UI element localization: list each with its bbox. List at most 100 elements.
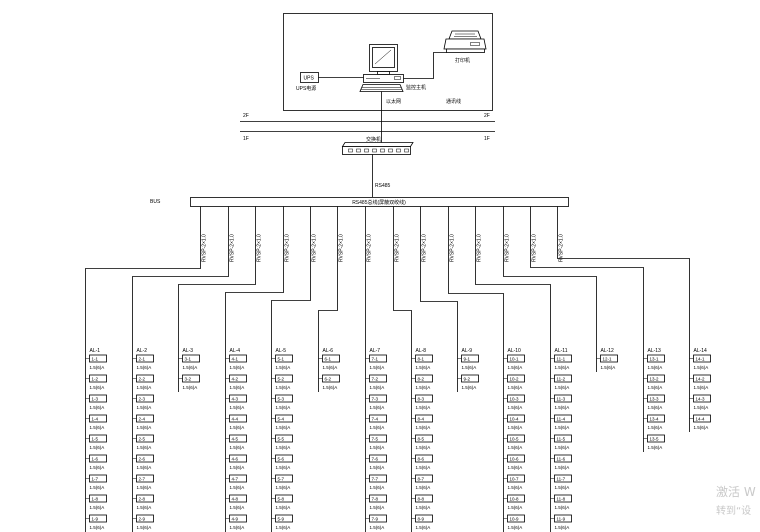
meter-spec: 1.5(6)A [276,425,291,430]
meter-id: 8-4 [418,417,425,422]
floor-divider: 2F 1F 2F 1F [240,113,495,142]
meter-id: 11-5 [557,437,566,442]
meter-id: 9-1 [464,357,471,362]
meter-entry: 11-61.5(6)A [550,454,572,470]
meter-box [647,394,665,403]
cable-spec-label: RVSP-2×1.0 [312,234,318,262]
cable-spec-label: RVSP-2×1.0 [559,234,565,262]
meter-entry: 10-31.5(6)A [503,394,525,410]
meter-box [275,454,293,463]
meter-box [507,414,525,423]
meter-entry: 2-61.5(6)A [132,454,154,470]
meter-id: 11-1 [557,357,566,362]
meter-branches: RVSP-2×1.0AL-11-11.5(6)A1-21.5(6)A1-31.5… [85,206,711,532]
branch-cable [225,206,284,532]
meter-id: 11-7 [557,477,566,482]
cable-spec-label: RVSP-2×1.0 [532,234,538,262]
switch-port [364,148,369,153]
meter-entry: 11-91.5(6)A [550,514,572,530]
meter-box [369,494,387,503]
panel-header: AL-13 [648,348,662,354]
meter-box [275,374,293,383]
branch-cable [557,206,690,432]
meter-box [507,374,525,383]
switch-label: 交换机 [366,136,381,143]
meter-id: 4-8 [232,497,239,502]
meter-id: 4-7 [232,477,239,482]
meter-id: 11-3 [557,397,566,402]
branch-cable [503,206,597,372]
meter-spec: 1.5(6)A [137,425,152,430]
meter-box [415,374,433,383]
meter-spec: 1.5(6)A [555,425,570,430]
cable-spec-label: RVSP-2×1.0 [285,234,291,262]
meter-spec: 1.5(6)A [137,385,152,390]
meter-spec: 1.5(6)A [90,505,105,510]
meter-entry: 4-91.5(6)A [225,514,247,530]
meter-spec: 1.5(6)A [90,385,105,390]
branch-7: RVSP-2×1.0AL-77-11.5(6)A7-21.5(6)A7-31.5… [365,206,387,532]
meter-id: 10-3 [510,397,520,402]
panel-header: AL-6 [323,348,334,354]
meter-id: 2-7 [139,477,146,482]
meter-spec: 1.5(6)A [370,465,385,470]
meter-box [507,474,525,483]
bus-side-label: BUS [150,199,161,205]
meter-id: 1-6 [92,457,99,462]
meter-box [554,494,572,503]
floor-label-right-lower: 1F [484,136,490,142]
meter-id: 2-8 [139,497,146,502]
meter-box [229,394,247,403]
meter-id: 7-2 [372,377,379,382]
meter-id: 10-4 [510,417,520,422]
screen-glare [374,49,392,65]
meter-spec: 1.5(6)A [230,505,245,510]
meter-entry: 1-91.5(6)A [85,514,107,530]
meter-box [415,414,433,423]
meter-spec: 1.5(6)A [137,365,152,370]
meter-id: 3-2 [185,377,192,382]
meter-box [136,414,154,423]
meter-id: 14-2 [696,377,706,382]
meter-spec: 1.5(6)A [323,385,338,390]
meter-entry: 7-31.5(6)A [365,394,387,410]
meter-id: 8-8 [418,497,425,502]
network-switch-icon [341,142,414,155]
meter-entry: 4-51.5(6)A [225,434,247,450]
meter-spec: 1.5(6)A [648,385,663,390]
meter-spec: 1.5(6)A [276,445,291,450]
branch-14: RVSP-2×1.0AL-1414-11.5(6)A14-21.5(6)A14-… [557,206,711,432]
meter-box [369,454,387,463]
meter-box [600,354,618,363]
meter-box [693,374,711,383]
branch-6: RVSP-2×1.0AL-66-11.5(6)A6-21.5(6)A [318,206,345,392]
meter-id: 5-6 [278,457,285,462]
meter-box [369,474,387,483]
printer-caption: 打印机 [455,57,470,64]
meter-entry: 7-41.5(6)A [365,414,387,430]
meter-spec: 1.5(6)A [183,365,198,370]
meter-spec: 1.5(6)A [90,405,105,410]
meter-spec: 1.5(6)A [276,525,291,530]
meter-entry: 10-71.5(6)A [503,474,525,490]
meter-entry: 2-51.5(6)A [132,434,154,450]
meter-spec: 1.5(6)A [370,505,385,510]
cable-spec-label: RVSP-2×1.0 [422,234,428,262]
branch-cable [318,206,338,392]
meter-box [89,434,107,443]
meter-box [554,374,572,383]
meter-entry: 13-41.5(6)A [643,414,665,430]
meter-box [647,414,665,423]
meter-box [369,354,387,363]
meter-id: 2-3 [139,397,146,402]
meter-spec: 1.5(6)A [694,385,709,390]
meter-box [415,454,433,463]
meter-spec: 1.5(6)A [90,525,105,530]
branch-cable [132,206,229,532]
meter-id: 8-3 [418,397,425,402]
meter-entry: 11-71.5(6)A [550,474,572,490]
cable-spec-label: RVSP-2×1.0 [477,234,483,262]
meter-entry: 13-21.5(6)A [643,374,665,390]
meter-spec: 1.5(6)A [555,365,570,370]
meter-box [136,494,154,503]
